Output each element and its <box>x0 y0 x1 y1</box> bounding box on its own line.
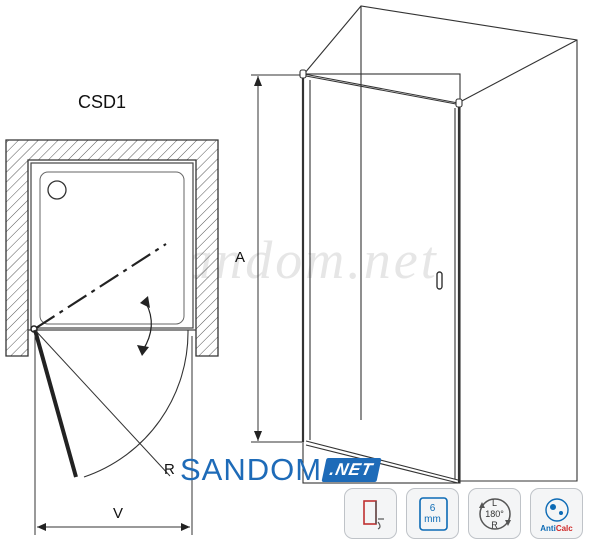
door-open-position <box>35 243 167 329</box>
feature-badges: 6 mm L 180° R AntiCalc <box>344 488 583 539</box>
anticalc-badge: AntiCalc <box>530 488 583 539</box>
door-outward-position <box>33 329 78 478</box>
door-swing-icon <box>363 500 384 530</box>
reversible-top: L <box>491 498 497 508</box>
plan-view: V R CSD1 <box>5 92 219 535</box>
drain-icon <box>47 180 67 200</box>
anticalc-icon <box>545 498 569 522</box>
hinge-top-icon <box>299 69 307 79</box>
hinge-right-icon <box>455 98 463 108</box>
reversible-icon <box>479 498 511 530</box>
model-label: CSD1 <box>78 92 126 112</box>
swing-arc <box>83 329 189 478</box>
swing-radius-line <box>34 329 171 477</box>
wall-section <box>5 139 219 357</box>
glass-thickness-value: 6 <box>429 502 436 514</box>
brand-suffix: .NET <box>321 458 382 482</box>
door-swing-badge <box>344 488 397 539</box>
glass-thickness-unit: mm <box>424 513 441 525</box>
dimension-r-label: R <box>164 461 175 478</box>
brand-logo: SANDOM .NET <box>180 452 382 488</box>
enclosure-3d-view: A <box>235 5 578 484</box>
tray-inner <box>39 171 185 325</box>
anticalc-label: AntiCalc <box>540 524 573 533</box>
dimension-a-label: A <box>235 249 245 266</box>
glass-thickness-badge: 6 mm <box>406 488 459 539</box>
reversible-badge: L 180° R <box>468 488 521 539</box>
reversible-bottom: R <box>491 520 498 530</box>
reversible-middle: 180° <box>485 509 504 519</box>
door-handle-icon <box>436 271 443 290</box>
brand-name: SANDOM <box>180 452 323 487</box>
glass-thickness-icon <box>419 497 448 531</box>
dimension-v-label: V <box>113 505 123 522</box>
